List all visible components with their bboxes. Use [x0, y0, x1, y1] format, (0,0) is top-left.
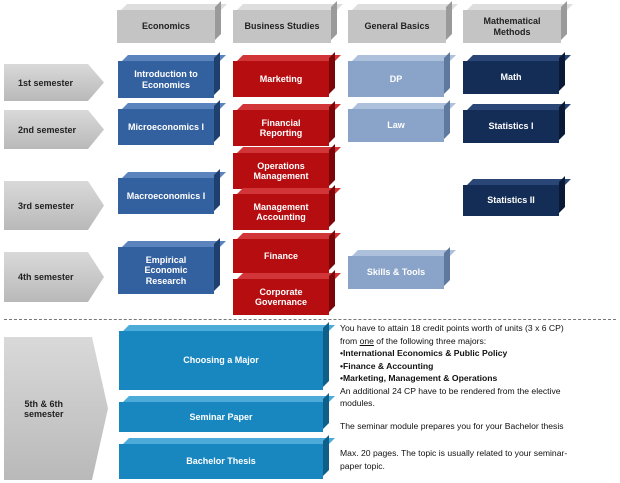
- major-option-2: •Finance & Accounting: [340, 360, 434, 371]
- thesis-note: Max. 20 pages. The topic is usually rela…: [340, 447, 615, 472]
- module-label: Economics: [141, 79, 190, 90]
- note-emphasis: one: [359, 335, 374, 346]
- module-label: Skills & Tools: [366, 267, 426, 278]
- module-seminar-paper: Seminar Paper: [119, 402, 323, 432]
- seminar-note: The seminar module prepares you for your…: [340, 420, 615, 433]
- module-label: Microeconomics I: [127, 121, 205, 132]
- module-label: Economic: [144, 265, 188, 276]
- module-label: Bachelor Thesis: [186, 456, 256, 467]
- module-label: Macroeconomics I: [126, 190, 206, 201]
- semester-3-arrow: 3rd semester: [4, 181, 104, 230]
- module-law: Law: [348, 109, 444, 142]
- semester-label: 2nd semester: [18, 124, 77, 135]
- column-header-label: Business Studies: [244, 21, 320, 32]
- module-label: Accounting: [256, 212, 306, 222]
- note-line: paper topic.: [340, 460, 385, 471]
- module-label: Reporting: [259, 128, 303, 138]
- note-line: You have to attain 18 credit points wort…: [340, 323, 564, 333]
- column-header-label: General Basics: [364, 21, 430, 32]
- module-label: Law: [387, 120, 405, 131]
- module-label: Financial: [261, 117, 301, 128]
- module-label: Finance: [263, 250, 298, 261]
- semester-1-arrow: 1st semester: [4, 64, 104, 101]
- module-label: Operations: [257, 160, 305, 171]
- module-label: Introduction to: [134, 69, 198, 80]
- module-choosing-a-major: Choosing a Major: [119, 331, 323, 390]
- module-statistics-i: Statistics I: [463, 110, 559, 143]
- note-line: from one of the following three majors:: [340, 335, 615, 348]
- semester-label-line: 5th & 6th: [24, 398, 64, 409]
- module-math: Math: [463, 61, 559, 94]
- column-header-label: Economics: [141, 21, 190, 32]
- module-label: Math: [500, 72, 522, 83]
- module-label: Choosing a Major: [183, 355, 259, 366]
- note-line: An additional 24 CP have to be rendered …: [340, 385, 561, 396]
- semester-label-line: semester: [24, 408, 64, 419]
- semester-label: 1st semester: [18, 77, 74, 88]
- module-label: Statistics I: [488, 121, 534, 132]
- module-finance: Finance: [233, 239, 329, 273]
- module-statistics-ii: Statistics II: [463, 185, 559, 216]
- module-dp: DP: [348, 61, 444, 97]
- module-microeconomics-i: Microeconomics I: [118, 109, 214, 145]
- module-bachelor-thesis: Bachelor Thesis: [119, 444, 323, 479]
- semester-label: 4th semester: [18, 272, 74, 282]
- column-header-general-basics: General Basics: [348, 10, 446, 43]
- major-option-3: •Marketing, Management & Operations: [340, 373, 498, 383]
- note-text: of the following three majors:: [373, 335, 487, 346]
- module-label: Empirical: [145, 254, 187, 265]
- module-macroeconomics-i: Macroeconomics I: [118, 178, 214, 214]
- major-option-1: •International Economics & Public Policy: [340, 348, 508, 358]
- column-header-business-studies: Business Studies: [233, 10, 331, 43]
- semester-2-arrow: 2nd semester: [4, 110, 104, 149]
- module-label: Corporate: [259, 286, 303, 297]
- module-label: DP: [389, 73, 403, 84]
- column-header-economics: Economics: [117, 10, 215, 43]
- note-line: Max. 20 pages. The topic is usually rela…: [340, 448, 568, 458]
- module-label: Marketing: [259, 73, 303, 84]
- column-header-label: Methods: [493, 26, 531, 37]
- module-label: Management: [253, 201, 309, 212]
- section-divider: [4, 319, 616, 320]
- module-label: Governance: [254, 297, 308, 307]
- note-line: modules.: [340, 398, 375, 408]
- module-label: Statistics II: [487, 195, 535, 206]
- note-line: The seminar module prepares you for your…: [340, 421, 564, 431]
- semester-label: 3rd semester: [18, 200, 75, 211]
- module-skills-and-tools: Skills & Tools: [348, 256, 444, 289]
- major-requirements-note: You have to attain 18 credit points wort…: [340, 322, 615, 410]
- semester-4-arrow: 4th semester: [4, 252, 104, 302]
- module-marketing: Marketing: [233, 61, 329, 97]
- module-label: Research: [145, 275, 187, 286]
- note-text: from: [340, 335, 360, 346]
- module-label: Seminar Paper: [189, 411, 253, 422]
- column-header-label: Mathematical: [483, 16, 541, 27]
- module-label: Management: [253, 171, 309, 181]
